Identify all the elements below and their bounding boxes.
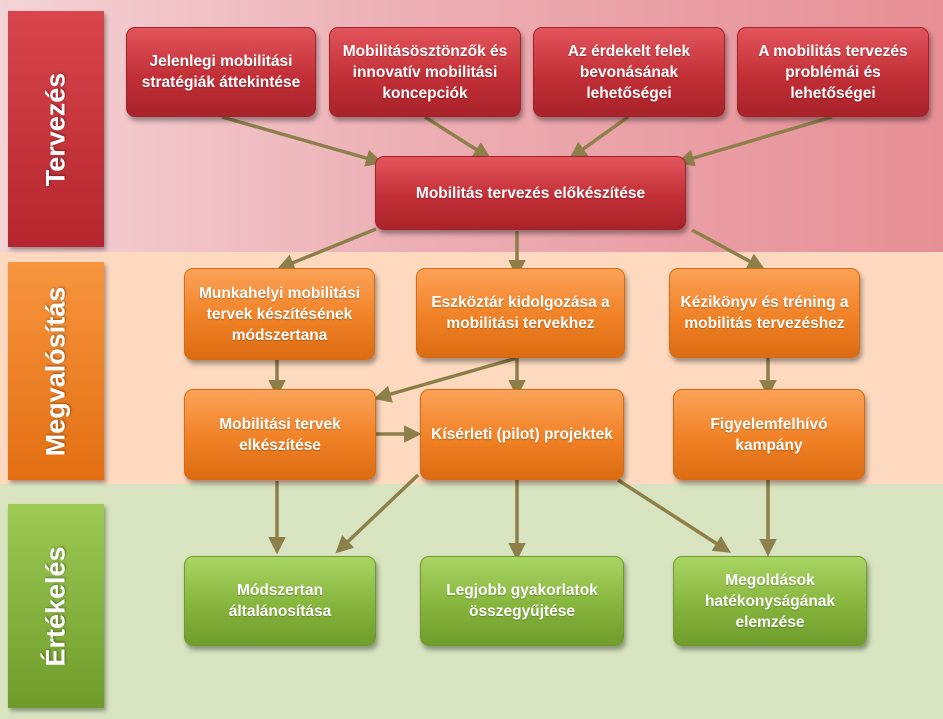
node-mobility-incentives: Mobilitásösztönzők és innovatív mobilitá… [329,27,521,117]
arrow-n5-n8 [691,228,766,270]
node-pilot-projects: Kísérleti (pilot) projektek [420,389,624,480]
phase-label-implementation: Megvalósítás [8,262,104,480]
node-efficiency-analysis: Megoldások hatékonyságának elemzése [673,556,867,646]
node-best-practices: Legjobb gyakorlatok összegyűjtése [420,556,624,646]
node-toolkit-development: Eszköztár kidolgozása a mobilitási terve… [416,268,625,358]
arrow-n7-n9 [373,356,518,403]
arrow-n10-n14 [617,478,731,553]
phase-label-planning: Tervezés [8,11,104,247]
arrow-n2-n5 [424,115,491,159]
phase-label-evaluation: Értékelés [8,504,104,708]
node-workplace-methodology: Munkahelyi mobilitási tervek készítéséne… [184,268,375,360]
node-planning-problems: A mobilitás tervezés problémái és lehető… [737,27,929,117]
node-methodology-generalization: Módszertan általánosítása [184,556,376,646]
node-awareness-campaign: Figyelemfelhívó kampány [673,389,865,480]
node-handbook-training: Kézikönyv és tréning a mobilitás tervezé… [669,268,860,358]
arrow-n4-n5 [676,115,833,167]
node-current-strategies-review: Jelenlegi mobilitási stratégiák áttekint… [126,27,316,117]
node-plans-preparation: Mobilitási tervek elkészítése [184,389,376,480]
arrow-n3-n5 [569,115,630,160]
arrow-n1-n5 [221,115,384,167]
arrow-n10-n12 [335,473,420,554]
node-planning-preparation: Mobilitás tervezés előkészítése [375,156,686,230]
arrow-n5-n6 [276,227,377,271]
node-stakeholder-involvement: Az érdekelt felek bevonásának lehetősége… [533,27,725,117]
